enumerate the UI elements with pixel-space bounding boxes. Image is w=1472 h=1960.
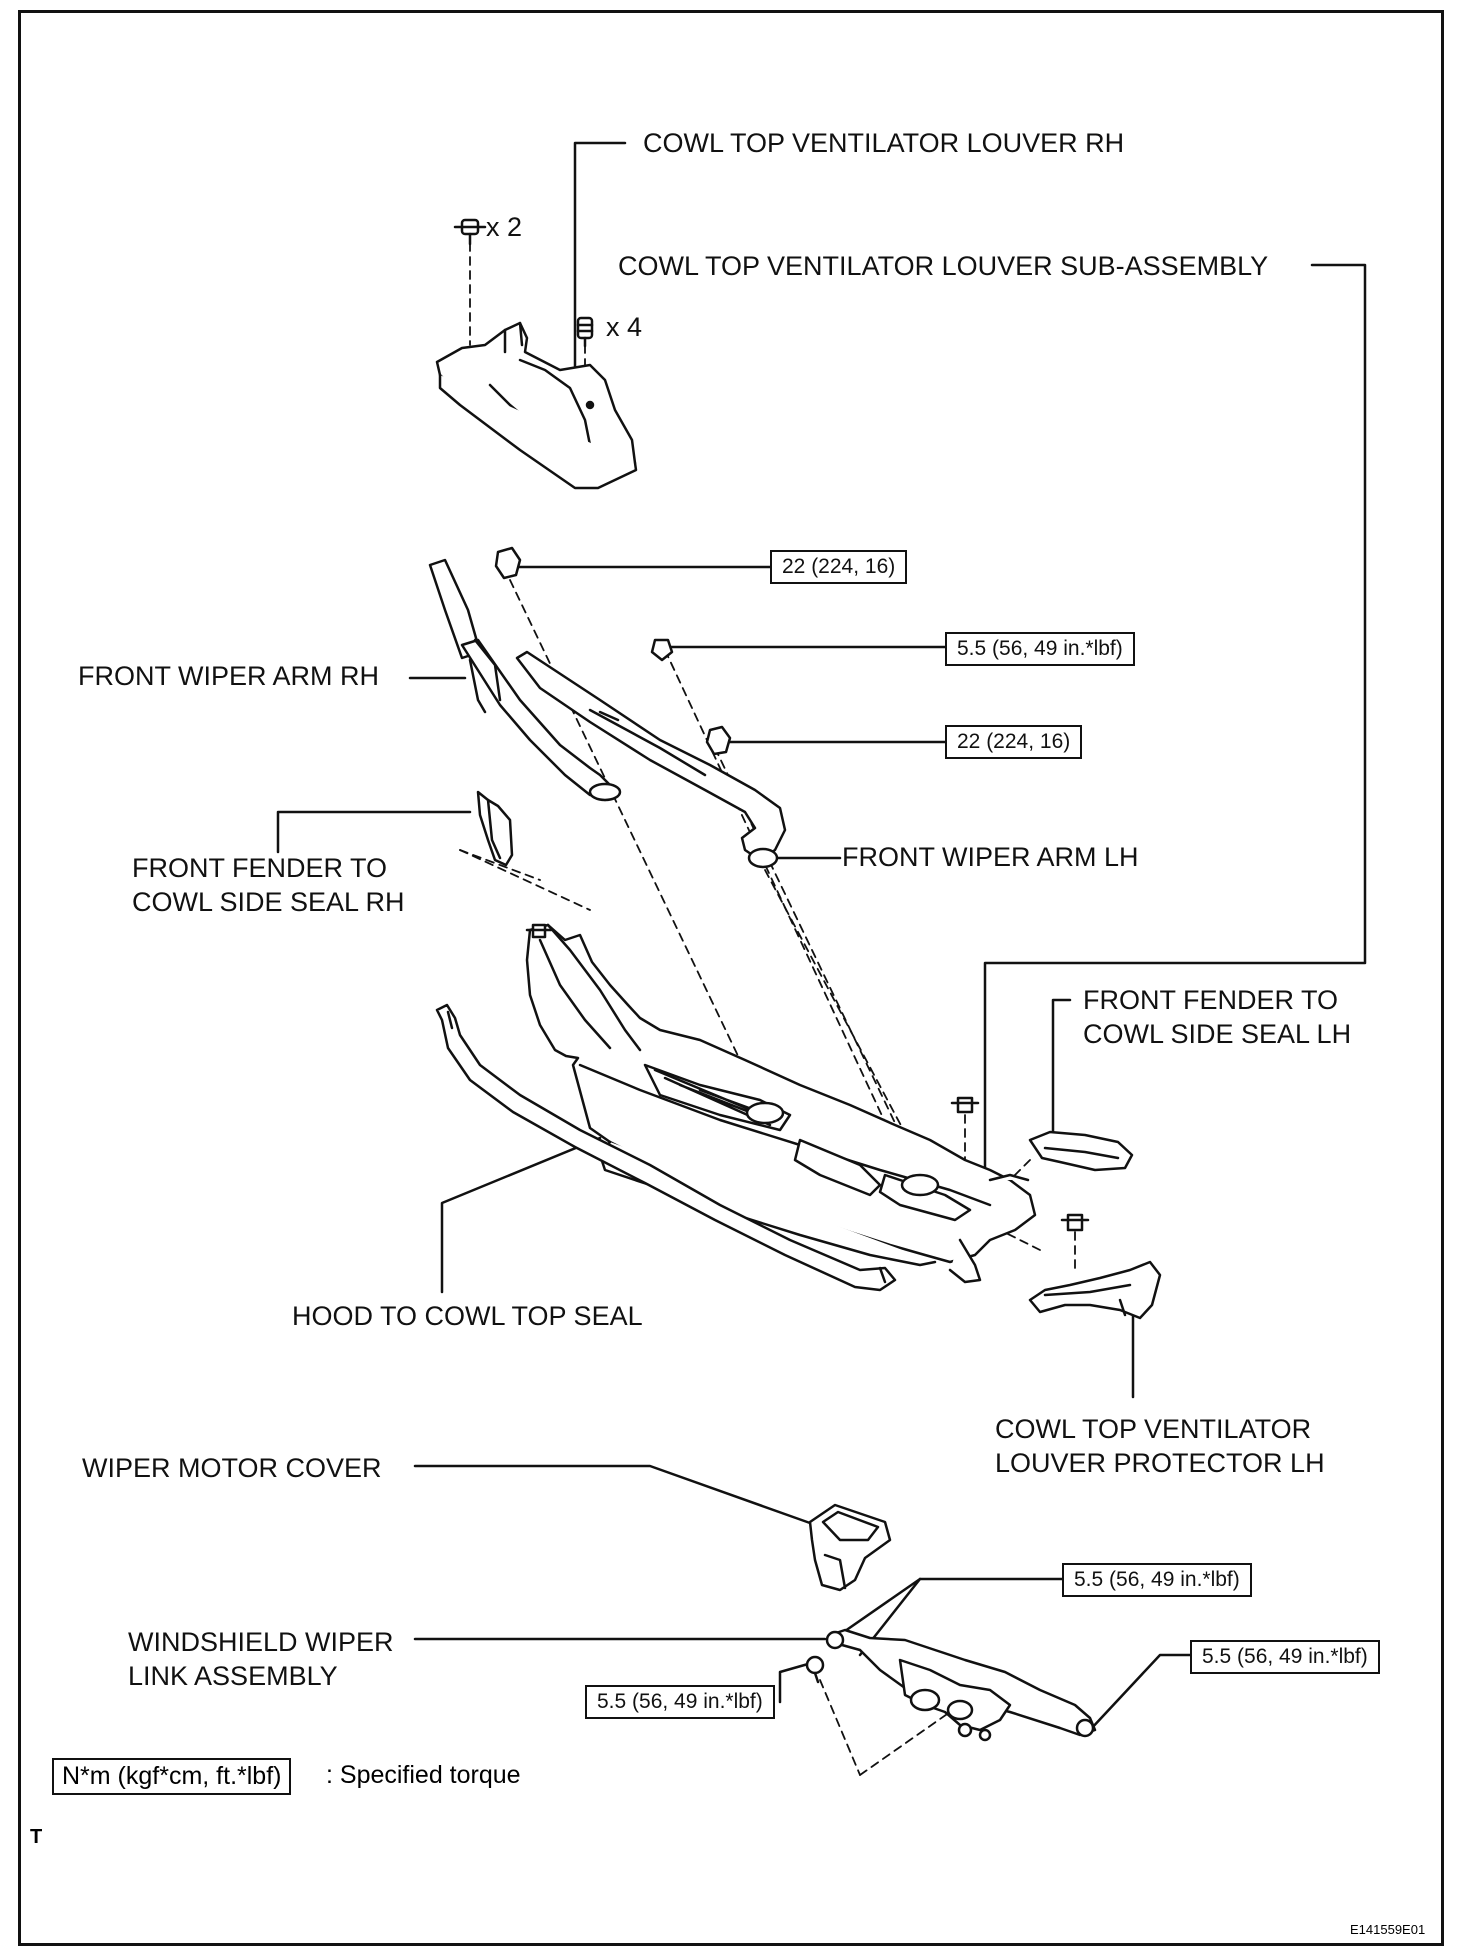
- cowl-louver-sub-assembly-part: [525, 923, 1037, 1284]
- louver-protector-lh-part: [1028, 1260, 1162, 1320]
- fender-seal-lh-part: [1028, 1130, 1134, 1172]
- label-wiper-motor-cover: WIPER MOTOR COVER: [82, 1453, 382, 1483]
- label-cowl-louver-sub-assembly: COWL TOP VENTILATOR LOUVER SUB-ASSEMBLY: [618, 251, 1269, 281]
- label-wiper-link-line1: WINDSHIELD WIPER: [128, 1627, 394, 1657]
- corner-mark: T: [30, 1826, 43, 1848]
- label-wiper-link-line2: LINK ASSEMBLY: [128, 1661, 338, 1691]
- clip-x4-icon: [576, 316, 594, 348]
- assembly-dashed-lines: [459, 242, 1076, 1776]
- fender-seal-rh-part: [476, 790, 514, 867]
- torque-box-link-upper: 5.5 (56, 49 in.*lbf): [1062, 1563, 1252, 1598]
- wiper-arm-rh-part: [428, 558, 622, 802]
- figure-code: E141559E01: [1350, 1922, 1426, 1937]
- torque-box-arm-rh-nut: 22 (224, 16): [770, 550, 908, 585]
- clip-quantity-x2: x 2: [486, 212, 523, 242]
- torque-box-arm-lh-nut: 22 (224, 16): [945, 725, 1083, 760]
- leader-lines: [276, 141, 1367, 1732]
- bolt-icon: [805, 1655, 825, 1684]
- label-hood-cowl-seal: HOOD TO COWL TOP SEAL: [292, 1301, 643, 1331]
- torque-box-bolt-upper: 5.5 (56, 49 in.*lbf): [945, 632, 1135, 667]
- wiper-arm-lh-part: [515, 650, 787, 869]
- label-louver-protector-lh-line2: LOUVER PROTECTOR LH: [995, 1448, 1325, 1478]
- label-front-wiper-arm-rh: FRONT WIPER ARM RH: [78, 661, 380, 691]
- figure-frame: [18, 10, 1444, 1946]
- label-fender-seal-rh-line1: FRONT FENDER TO: [132, 853, 388, 883]
- cowl-louver-rh-part: [435, 321, 638, 490]
- label-louver-protector-lh-line1: COWL TOP VENTILATOR: [995, 1414, 1312, 1444]
- torque-box-link-left: 5.5 (56, 49 in.*lbf): [585, 1685, 775, 1720]
- legend-torque-box: N*m (kgf*cm, ft.*lbf): [52, 1758, 292, 1795]
- hood-cowl-seal-part: [435, 1003, 897, 1292]
- label-front-wiper-arm-lh: FRONT WIPER ARM LH: [842, 842, 1139, 872]
- clip-quantity-x4: x 4: [606, 312, 643, 342]
- torque-box-link-right: 5.5 (56, 49 in.*lbf): [1190, 1640, 1380, 1675]
- nut-icons: [494, 546, 732, 756]
- wiper-motor-cover-part: [808, 1503, 892, 1592]
- label-fender-seal-lh-line2: COWL SIDE SEAL LH: [1083, 1019, 1352, 1049]
- clip-x2-icon: [453, 218, 487, 246]
- clip-icons: [525, 923, 1090, 1232]
- label-fender-seal-lh-line1: FRONT FENDER TO: [1083, 985, 1339, 1015]
- wiper-link-assembly-part: [825, 1628, 1097, 1742]
- legend-torque-text: : Specified torque: [326, 1761, 521, 1789]
- label-fender-seal-rh-line2: COWL SIDE SEAL RH: [132, 887, 405, 917]
- label-cowl-louver-rh: COWL TOP VENTILATOR LOUVER RH: [643, 128, 1125, 158]
